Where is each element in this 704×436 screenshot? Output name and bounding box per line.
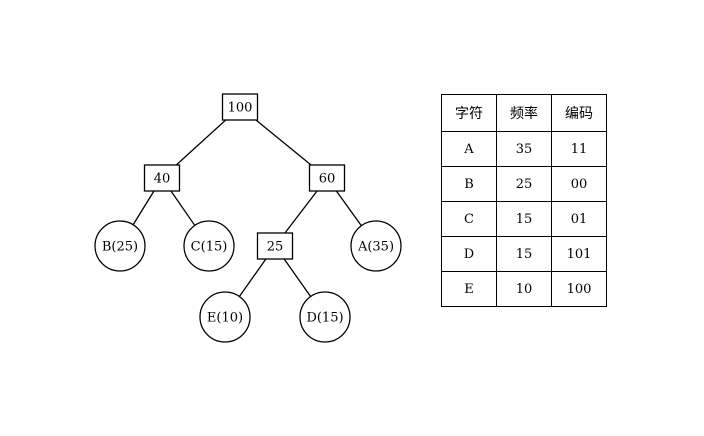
node-label: E(10) [207,311,243,326]
table-row: D 15 101 [441,236,607,272]
cell-code: 101 [551,236,607,272]
node-label: A(35) [357,240,394,255]
cell-code: 11 [551,131,607,167]
internal-node: 25 [256,232,294,260]
node-label: 25 [267,240,284,255]
leaf-node: C(15) [183,220,235,272]
table-row: B 25 00 [441,166,607,202]
cell-frequency: 15 [496,236,552,272]
cell-frequency: 35 [496,131,552,167]
tree-edge [238,258,267,297]
leaf-node: D(15) [299,291,351,343]
tree-edge [170,190,196,226]
header-char: 字符 [441,94,497,132]
table-row: A 35 11 [441,131,607,167]
cell-frequency: 25 [496,166,552,202]
huffman-code-table: 字符 频率 编码 A 35 11 B 25 00 C 15 01 D 15 10… [441,94,607,307]
tree-edge [283,258,312,297]
internal-node: 40 [143,164,181,192]
node-label: D(15) [306,311,343,326]
tree-edges [132,119,362,297]
tree-edge [255,119,312,166]
cell-frequency: 10 [496,271,552,307]
node-label: 40 [154,172,171,187]
node-label: C(15) [191,240,228,255]
leaf-circle [94,220,146,272]
tree-edge [175,119,227,166]
node-label: 100 [228,101,253,116]
leaf-circle [199,291,251,343]
tree-edge [284,190,318,234]
table-header-row: 字符 频率 编码 [441,94,607,132]
cell-char: C [441,201,497,237]
tree-edge [132,190,155,226]
node-box [256,232,294,260]
cell-frequency: 15 [496,201,552,237]
cell-code: 01 [551,201,607,237]
table-row: C 15 01 [441,201,607,237]
internal-node: 100 [221,93,259,121]
leaf-node: A(35) [350,220,402,272]
internal-node: 60 [308,164,346,192]
tree-nodes: 100 40 60B(25) C(15) 25 A(35) E(10) D(15) [94,93,402,343]
leaf-circle [183,220,235,272]
tree-edge [335,190,362,227]
header-frequency: 频率 [496,94,552,132]
cell-char: E [441,271,497,307]
cell-char: B [441,166,497,202]
node-label: 60 [319,172,336,187]
leaf-circle [350,220,402,272]
node-box [143,164,181,192]
cell-char: D [441,236,497,272]
leaf-node: E(10) [199,291,251,343]
table-row: E 10 100 [441,271,607,307]
cell-char: A [441,131,497,167]
node-box [308,164,346,192]
header-code: 编码 [551,94,607,132]
leaf-node: B(25) [94,220,146,272]
cell-code: 100 [551,271,607,307]
leaf-circle [299,291,351,343]
node-label: B(25) [102,240,138,255]
cell-code: 00 [551,166,607,202]
node-box [221,93,259,121]
